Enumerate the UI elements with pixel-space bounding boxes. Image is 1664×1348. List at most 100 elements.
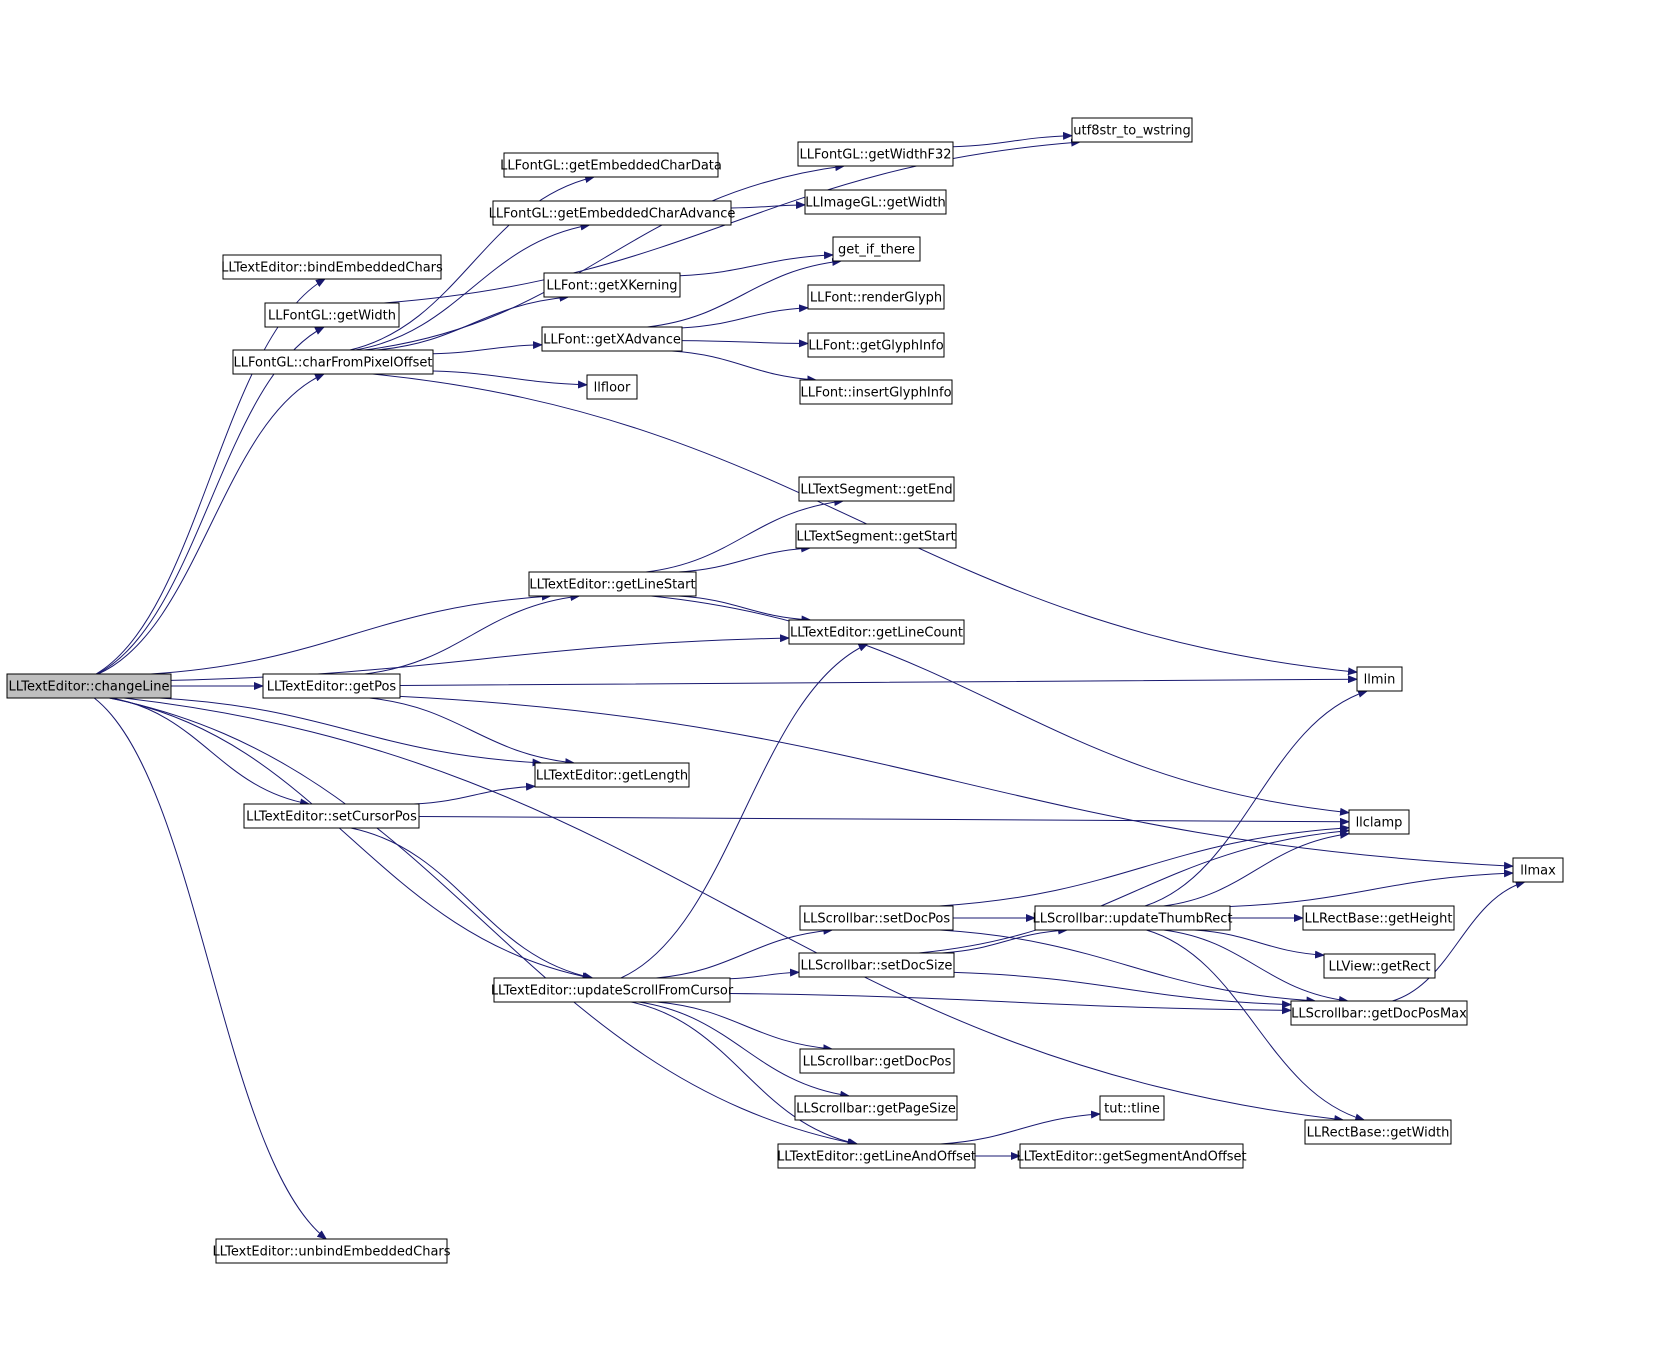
node-getIfThere[interactable]: get_if_there	[832, 236, 921, 262]
node-getPos[interactable]: LLTextEditor::getPos	[262, 673, 401, 699]
node-getPageSize[interactable]: LLScrollbar::getPageSize	[794, 1095, 958, 1121]
node-label: LLFontGL::getEmbeddedCharAdvance	[489, 207, 736, 222]
node-getLineStart[interactable]: LLTextEditor::getLineStart	[528, 571, 697, 597]
edge-updateThumbRect-to-rectGetWidth	[1146, 929, 1366, 1122]
node-updateThumbRect[interactable]: LLScrollbar::updateThumbRect	[1032, 905, 1233, 931]
node-getLineCount[interactable]: LLTextEditor::getLineCount	[788, 619, 965, 645]
node-label: LLTextEditor::getLineCount	[790, 626, 963, 641]
edge-updateScrollFromCursor-to-setDocSize	[729, 968, 800, 980]
edge-charFromPixelOffset-to-getXKerning	[376, 293, 570, 351]
node-insertGlyphInfo[interactable]: LLFont::insertGlyphInfo	[799, 379, 953, 405]
node-llfloor[interactable]: llfloor	[586, 374, 638, 400]
node-label: llclamp	[1356, 816, 1403, 831]
edge-setDocPos-to-getDocPosMax	[939, 929, 1317, 1005]
node-bindEmbeddedChars[interactable]: LLTextEditor::bindEmbeddedChars	[221, 254, 443, 280]
node-getLineAndOffset[interactable]: LLTextEditor::getLineAndOffset	[777, 1143, 976, 1169]
node-fontGetWidth[interactable]: LLFontGL::getWidth	[264, 302, 400, 328]
edge-changeLine-to-getLength	[159, 697, 543, 767]
node-label: LLFont::insertGlyphInfo	[800, 386, 951, 401]
edge-getLineStart-to-getLineCount	[678, 595, 812, 624]
node-setCursorPos[interactable]: LLTextEditor::setCursorPos	[243, 803, 420, 829]
edge-charFromPixelOffset-to-getXAdvance	[432, 341, 543, 355]
node-rectGetWidth[interactable]: LLRectBase::getWidth	[1304, 1119, 1452, 1145]
node-label: LLFontGL::charFromPixelOffset	[234, 356, 433, 371]
node-getWidthF32[interactable]: LLFontGL::getWidthF32	[797, 141, 954, 167]
node-label: LLTextEditor::changeLine	[9, 680, 170, 695]
node-label: LLTextEditor::unbindEmbeddedChars	[212, 1245, 450, 1260]
edge-updateScrollFromCursor-to-getDocPos	[656, 1001, 834, 1053]
node-imageGetWidth[interactable]: LLImageGL::getWidth	[804, 189, 947, 215]
node-label: LLRectBase::getWidth	[1307, 1126, 1450, 1141]
node-label: LLFont::getXKerning	[546, 279, 677, 294]
node-label: LLScrollbar::getDocPosMax	[1291, 1007, 1467, 1022]
node-label: LLView::getRect	[1329, 960, 1431, 975]
node-label: LLFont::renderGlyph	[810, 291, 942, 306]
node-setDocSize[interactable]: LLScrollbar::setDocSize	[798, 952, 955, 978]
edge-getXAdvance-to-getGlyphInfo	[681, 339, 809, 348]
node-utf8str[interactable]: utf8str_to_wstring	[1071, 117, 1193, 143]
node-updateScrollFromCursor[interactable]: LLTextEditor::updateScrollFromCursor	[491, 977, 734, 1003]
edge-getPos-to-getLength	[369, 697, 576, 767]
edge-updateScrollFromCursor-to-getLineAndOffset	[630, 1001, 859, 1147]
node-label: LLScrollbar::getDocPos	[803, 1055, 952, 1070]
node-rectGetHeight[interactable]: LLRectBase::getHeight	[1302, 905, 1455, 931]
node-llmin[interactable]: llmin	[1356, 666, 1403, 692]
edge-updateThumbRect-to-viewGetRect	[1194, 929, 1325, 959]
node-segGetEnd[interactable]: LLTextSegment::getEnd	[798, 476, 955, 502]
node-unbindEmbeddedChars[interactable]: LLTextEditor::unbindEmbeddedChars	[212, 1238, 451, 1264]
edge-getPos-to-getLineStart	[364, 593, 581, 675]
edge-getXAdvance-to-renderGlyph	[681, 304, 809, 329]
edge-updateScrollFromCursor-to-setDocPos	[656, 926, 834, 979]
node-getXKerning[interactable]: LLFont::getXKerning	[543, 272, 681, 298]
node-label: llmax	[1520, 864, 1556, 879]
node-tline[interactable]: tut::tline	[1099, 1095, 1165, 1121]
edge-getDocPosMax-to-llmax	[1392, 880, 1526, 1002]
node-label: llfloor	[594, 381, 631, 396]
node-getEmbeddedCharAdvance[interactable]: LLFontGL::getEmbeddedCharAdvance	[489, 200, 736, 226]
node-getSegmentAndOffset[interactable]: LLTextEditor::getSegmentAndOffset	[1016, 1143, 1247, 1169]
node-llclamp[interactable]: llclamp	[1348, 809, 1410, 835]
node-getXAdvance[interactable]: LLFont::getXAdvance	[541, 326, 683, 352]
edge-changeLine-to-rectGetWidth	[123, 697, 1345, 1123]
node-label: LLScrollbar::getPageSize	[796, 1102, 956, 1117]
edge-charFromPixelOffset-to-getEmbeddedCharAdvance	[355, 222, 591, 351]
node-getDocPosMax[interactable]: LLScrollbar::getDocPosMax	[1290, 1000, 1468, 1026]
edge-setDocSize-to-updateThumbRect	[941, 926, 1069, 954]
node-label: LLScrollbar::setDocPos	[803, 912, 951, 927]
node-label: LLFont::getXAdvance	[543, 333, 681, 348]
edge-layer	[93, 131, 1526, 1240]
node-charFromPixelOffset[interactable]: LLFontGL::charFromPixelOffset	[232, 349, 434, 375]
node-segGetStart[interactable]: LLTextSegment::getStart	[795, 523, 957, 549]
edge-updateScrollFromCursor-to-getDocPosMax	[729, 993, 1292, 1015]
node-label: LLRectBase::getHeight	[1305, 912, 1453, 927]
node-getGlyphInfo[interactable]: LLFont::getGlyphInfo	[807, 332, 945, 358]
edge-updateThumbRect-to-llclamp	[1163, 830, 1350, 907]
edge-setDocPos-to-llclamp	[939, 824, 1350, 907]
node-llmax[interactable]: llmax	[1512, 857, 1564, 883]
node-changeLine[interactable]: LLTextEditor::changeLine	[6, 673, 172, 699]
edge-updateScrollFromCursor-to-getPageSize	[638, 1001, 851, 1099]
edge-setDocSize-to-getDocPosMax	[953, 971, 1292, 1009]
node-viewGetRect[interactable]: LLView::getRect	[1323, 953, 1436, 979]
edge-charFromPixelOffset-to-llfloor	[432, 370, 588, 389]
node-setDocPos[interactable]: LLScrollbar::setDocPos	[799, 905, 954, 931]
node-label: LLScrollbar::updateThumbRect	[1032, 912, 1232, 927]
node-label: llmin	[1364, 673, 1396, 688]
node-getLength[interactable]: LLTextEditor::getLength	[534, 762, 690, 788]
node-getEmbeddedCharData[interactable]: LLFontGL::getEmbeddedCharData	[500, 152, 722, 178]
node-label: utf8str_to_wstring	[1073, 124, 1190, 139]
edge-setDocSize-to-llclamp	[918, 827, 1350, 954]
edge-changeLine-to-getLineAndOffset	[109, 697, 858, 1147]
edge-updateScrollFromCursor-to-getLineCount	[620, 643, 869, 979]
edge-setCursorPos-to-getLength	[413, 782, 536, 805]
node-label: LLFontGL::getEmbeddedCharData	[500, 159, 722, 174]
edge-getPos-to-llmin	[399, 675, 1358, 686]
node-label: get_if_there	[838, 243, 915, 258]
node-label: LLTextSegment::getStart	[796, 530, 955, 545]
node-getDocPos[interactable]: LLScrollbar::getDocPos	[799, 1048, 955, 1074]
node-label: LLTextEditor::getPos	[267, 680, 397, 695]
edge-setCursorPos-to-updateScrollFromCursor	[350, 827, 594, 981]
node-renderGlyph[interactable]: LLFont::renderGlyph	[807, 284, 945, 310]
edge-getXAdvance-to-insertGlyphInfo	[671, 350, 818, 384]
